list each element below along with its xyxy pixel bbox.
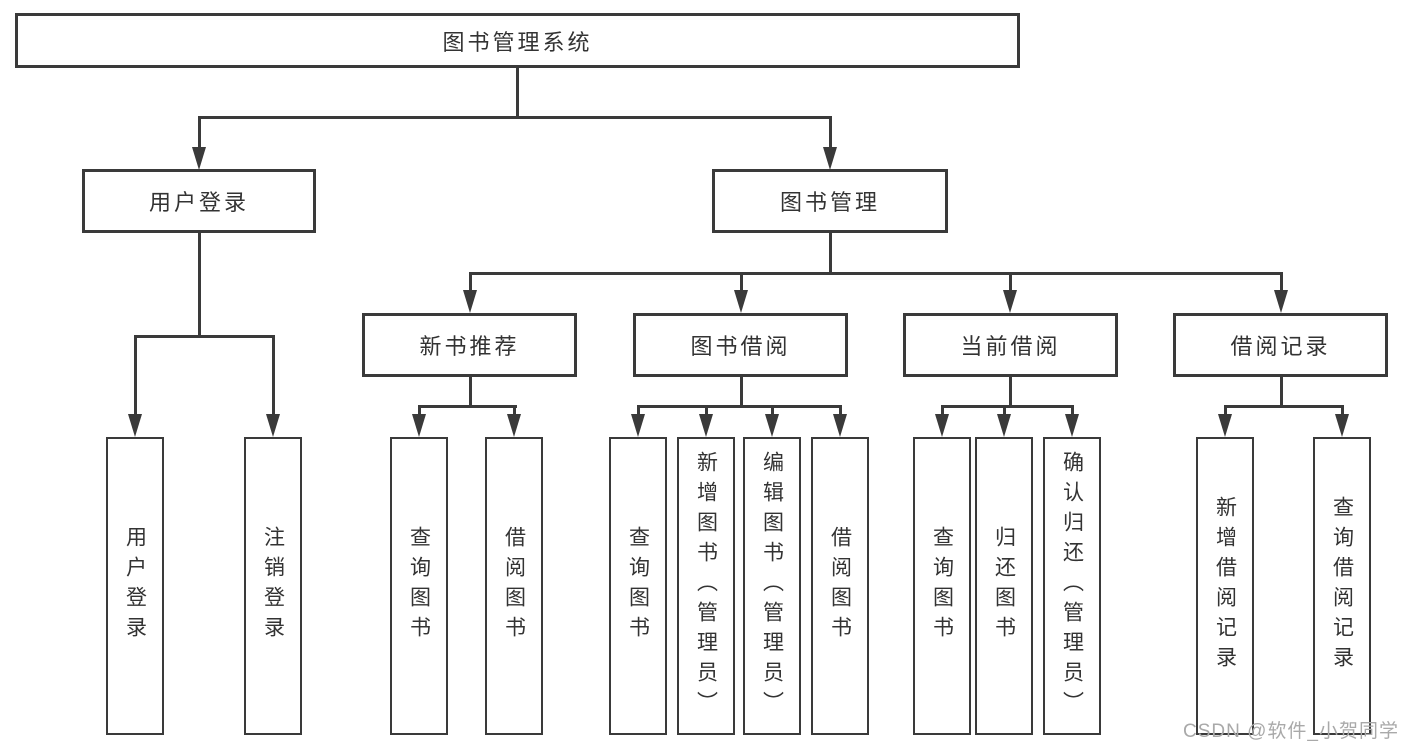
connector-current-bar (940, 405, 1074, 408)
connector-drop-leaf-logout (271, 335, 275, 416)
connector-drop-bb-borrow (838, 405, 842, 418)
node-borrow-record-label: 借阅记录 (1230, 334, 1331, 359)
arrow-book-mgmt (823, 147, 837, 170)
leaf-query-books-current-label: 查询图书 (930, 526, 954, 646)
leaf-return-books-label: 归还图书 (992, 526, 1016, 646)
arrow-cb-return (997, 414, 1011, 437)
connector-root-stem (515, 68, 519, 119)
connector-drop-br-query (1340, 405, 1344, 418)
leaf-add-books-admin-label: 新增图书（管理员） (694, 451, 718, 721)
connector-userlogin-bar (133, 335, 275, 338)
leaf-query-books-borrow-label: 查询图书 (626, 526, 650, 646)
leaf-edit-books-admin-label: 编辑图书（管理员） (760, 451, 784, 721)
connector-drop-current (1008, 272, 1012, 292)
leaf-confirm-return-admin-label: 确认归还（管理员） (1060, 451, 1084, 721)
leaf-query-borrow-record-label: 查询借阅记录 (1330, 496, 1354, 676)
connector-drop-bb-edit (770, 405, 774, 418)
watermark: CSDN @软件_小贺同学 (1183, 721, 1399, 742)
leaf-add-borrow-record: 新增借阅记录 (1196, 437, 1254, 735)
node-new-book-recommend-label: 新书推荐 (419, 334, 520, 359)
connector-drop-borrow (739, 272, 743, 292)
connector-borrow-stem (739, 377, 743, 408)
node-borrow-record: 借阅记录 (1173, 313, 1388, 377)
node-current-borrow-label: 当前借阅 (960, 334, 1061, 359)
connector-current-stem (1008, 377, 1012, 408)
arrow-cb-query (935, 414, 949, 437)
arrow-br-add (1218, 414, 1232, 437)
connector-newbook-stem (468, 377, 472, 408)
connector-drop-record (1279, 272, 1283, 292)
connector-drop-nb-query (417, 405, 421, 418)
connector-bookmgmt-stem (828, 233, 832, 275)
connector-drop-br-add (1223, 405, 1227, 418)
arrow-current (1003, 290, 1017, 313)
arrow-nb-query (412, 414, 426, 437)
connector-borrow-bar (636, 405, 842, 408)
leaf-user-login-label: 用户登录 (123, 526, 147, 646)
leaf-query-books-borrow: 查询图书 (609, 437, 667, 735)
connector-newbook-bar (417, 405, 517, 408)
connector-drop-leaf-login (133, 335, 137, 416)
connector-drop-user-login (197, 116, 201, 148)
connector-userlogin-stem (197, 233, 201, 338)
node-book-management: 图书管理 (712, 169, 948, 233)
node-user-login-label: 用户登录 (148, 190, 249, 215)
arrow-bb-borrow (833, 414, 847, 437)
leaf-borrow-books-borrow-label: 借阅图书 (828, 526, 852, 646)
connector-drop-book-mgmt (828, 116, 832, 148)
leaf-query-borrow-record: 查询借阅记录 (1313, 437, 1371, 735)
connector-drop-cb-return (1002, 405, 1006, 418)
arrow-bb-edit (765, 414, 779, 437)
leaf-confirm-return-admin: 确认归还（管理员） (1043, 437, 1101, 735)
leaf-edit-books-admin: 编辑图书（管理员） (743, 437, 801, 735)
arrow-borrow (734, 290, 748, 313)
node-current-borrow: 当前借阅 (903, 313, 1118, 377)
connector-root-bar (197, 116, 832, 119)
arrow-bb-query (631, 414, 645, 437)
arrow-bb-add (699, 414, 713, 437)
arrow-br-query (1335, 414, 1349, 437)
connector-record-stem (1279, 377, 1283, 408)
leaf-logout-login: 注销登录 (244, 437, 302, 735)
leaf-add-borrow-record-label: 新增借阅记录 (1213, 496, 1237, 676)
connector-drop-cb-confirm (1070, 405, 1074, 418)
root-node-library-system: 图书管理系统 (15, 13, 1020, 68)
connector-drop-bb-add (704, 405, 708, 418)
arrow-leaf-logout (266, 414, 280, 437)
node-book-borrow-label: 图书借阅 (690, 334, 791, 359)
connector-drop-nb-borrow (512, 405, 516, 418)
connector-record-bar (1223, 405, 1344, 408)
leaf-query-books-newrec: 查询图书 (390, 437, 448, 735)
arrow-nb-borrow (507, 414, 521, 437)
node-book-borrow: 图书借阅 (633, 313, 848, 377)
leaf-user-login: 用户登录 (106, 437, 164, 735)
leaf-query-books-newrec-label: 查询图书 (407, 526, 431, 646)
connector-bookmgmt-bar (468, 272, 1283, 275)
arrow-leaf-login (128, 414, 142, 437)
connector-drop-newbook (468, 272, 472, 292)
arrow-newbook (463, 290, 477, 313)
leaf-query-books-current: 查询图书 (913, 437, 971, 735)
leaf-borrow-books-newrec: 借阅图书 (485, 437, 543, 735)
arrow-user-login (192, 147, 206, 170)
leaf-logout-login-label: 注销登录 (261, 526, 285, 646)
root-node-label: 图书管理系统 (442, 29, 593, 55)
connector-drop-bb-query (636, 405, 640, 418)
leaf-return-books: 归还图书 (975, 437, 1033, 735)
leaf-add-books-admin: 新增图书（管理员） (677, 437, 735, 735)
node-new-book-recommend: 新书推荐 (362, 313, 577, 377)
node-user-login: 用户登录 (82, 169, 316, 233)
node-book-management-label: 图书管理 (779, 190, 880, 215)
leaf-borrow-books-borrow: 借阅图书 (811, 437, 869, 735)
arrow-cb-confirm (1065, 414, 1079, 437)
leaf-borrow-books-newrec-label: 借阅图书 (502, 526, 526, 646)
connector-drop-cb-query (940, 405, 944, 418)
arrow-record (1274, 290, 1288, 313)
